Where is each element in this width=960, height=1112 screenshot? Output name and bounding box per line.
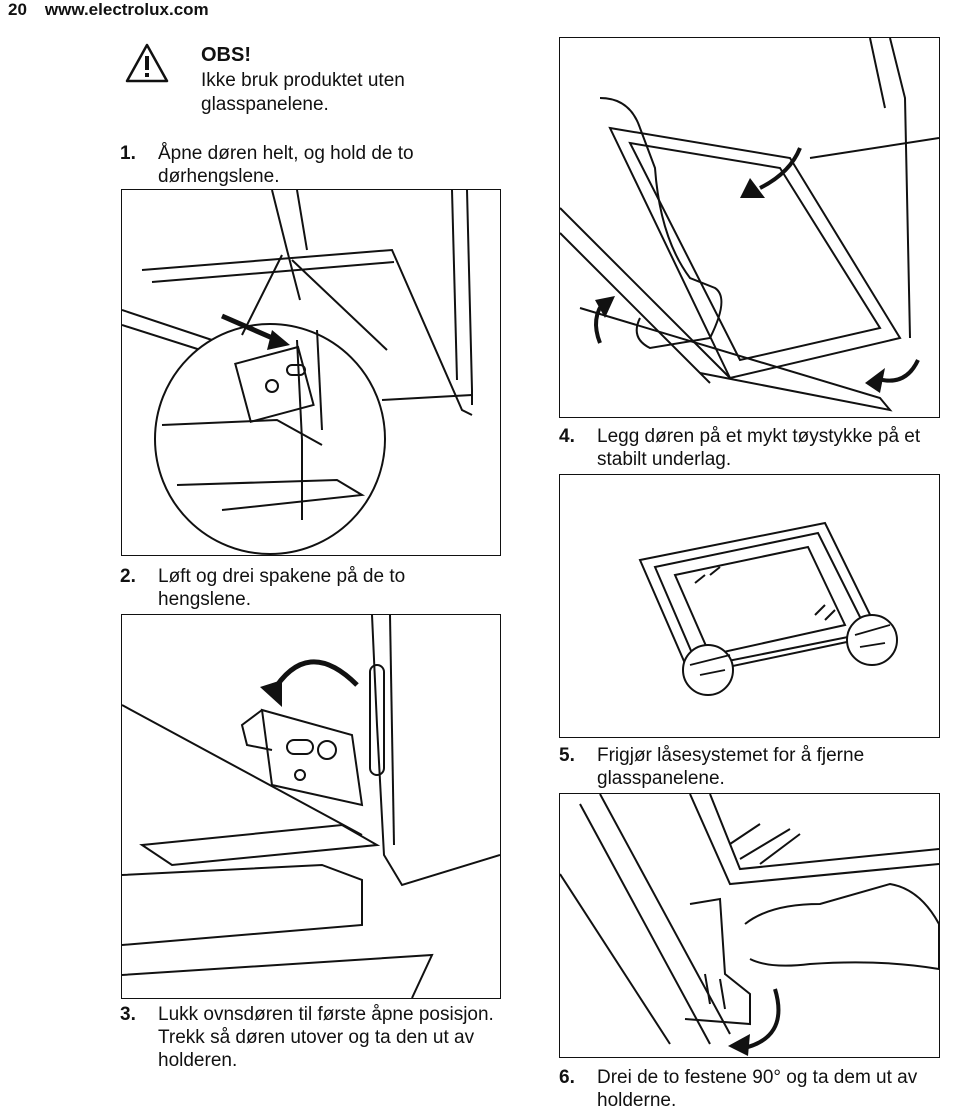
figure-remove-door [559,37,940,418]
step-text: Legg døren på et mykt tøystykke på et st… [597,426,921,470]
warning-text: Ikke bruk produktet uten glasspanelene. [201,70,405,115]
step-2: 2. Løft og drei spakene på de to hengsle… [120,565,488,611]
website-link[interactable]: www.electrolux.com [44,0,209,19]
figure-door-on-cloth [559,474,940,738]
step-number: 4. [559,426,575,447]
warning-title: OBS! [201,44,251,66]
page-number: 20 [8,0,27,19]
step-number: 6. [559,1067,575,1088]
figure-lift-hinge-levers [121,614,501,999]
step-number: 2. [120,566,136,587]
step-text: Frigjør låsesystemet for å fjerne glassp… [597,745,865,789]
step-number: 5. [559,745,575,766]
step-text: Lukk ovnsdøren til første åpne posisjon.… [158,1004,494,1071]
page-header: 20 www.electrolux.com [8,0,209,20]
oven-door-hinge-illustration [122,190,473,555]
figure-open-door-hinges [121,189,501,556]
step-text: Løft og drei spakene på de to hengslene. [158,566,406,610]
step-number: 1. [120,143,136,164]
step-text: Åpne døren helt, og hold de to dørhengsl… [158,143,414,187]
step-text: Drei de to festene 90° og ta dem ut av h… [597,1067,918,1111]
lock-release-illustration [560,794,939,1056]
figure-release-lock [559,793,940,1058]
step-number: 3. [120,1004,136,1025]
step-4: 4. Legg døren på et mykt tøystykke på et… [559,425,960,471]
door-flat-illustration [638,521,898,696]
step-6: 6. Drei de to festene 90° og ta dem ut a… [559,1066,960,1112]
door-removal-illustration [560,38,939,412]
step-1: 1. Åpne døren helt, og hold de to dørhen… [120,142,488,188]
step-5: 5. Frigjør låsesystemet for å fjerne gla… [559,744,937,790]
warning-triangle-icon [124,42,170,84]
step-3: 3. Lukk ovnsdøren til første åpne posisj… [120,1003,518,1072]
hinge-lever-illustration [122,615,500,998]
